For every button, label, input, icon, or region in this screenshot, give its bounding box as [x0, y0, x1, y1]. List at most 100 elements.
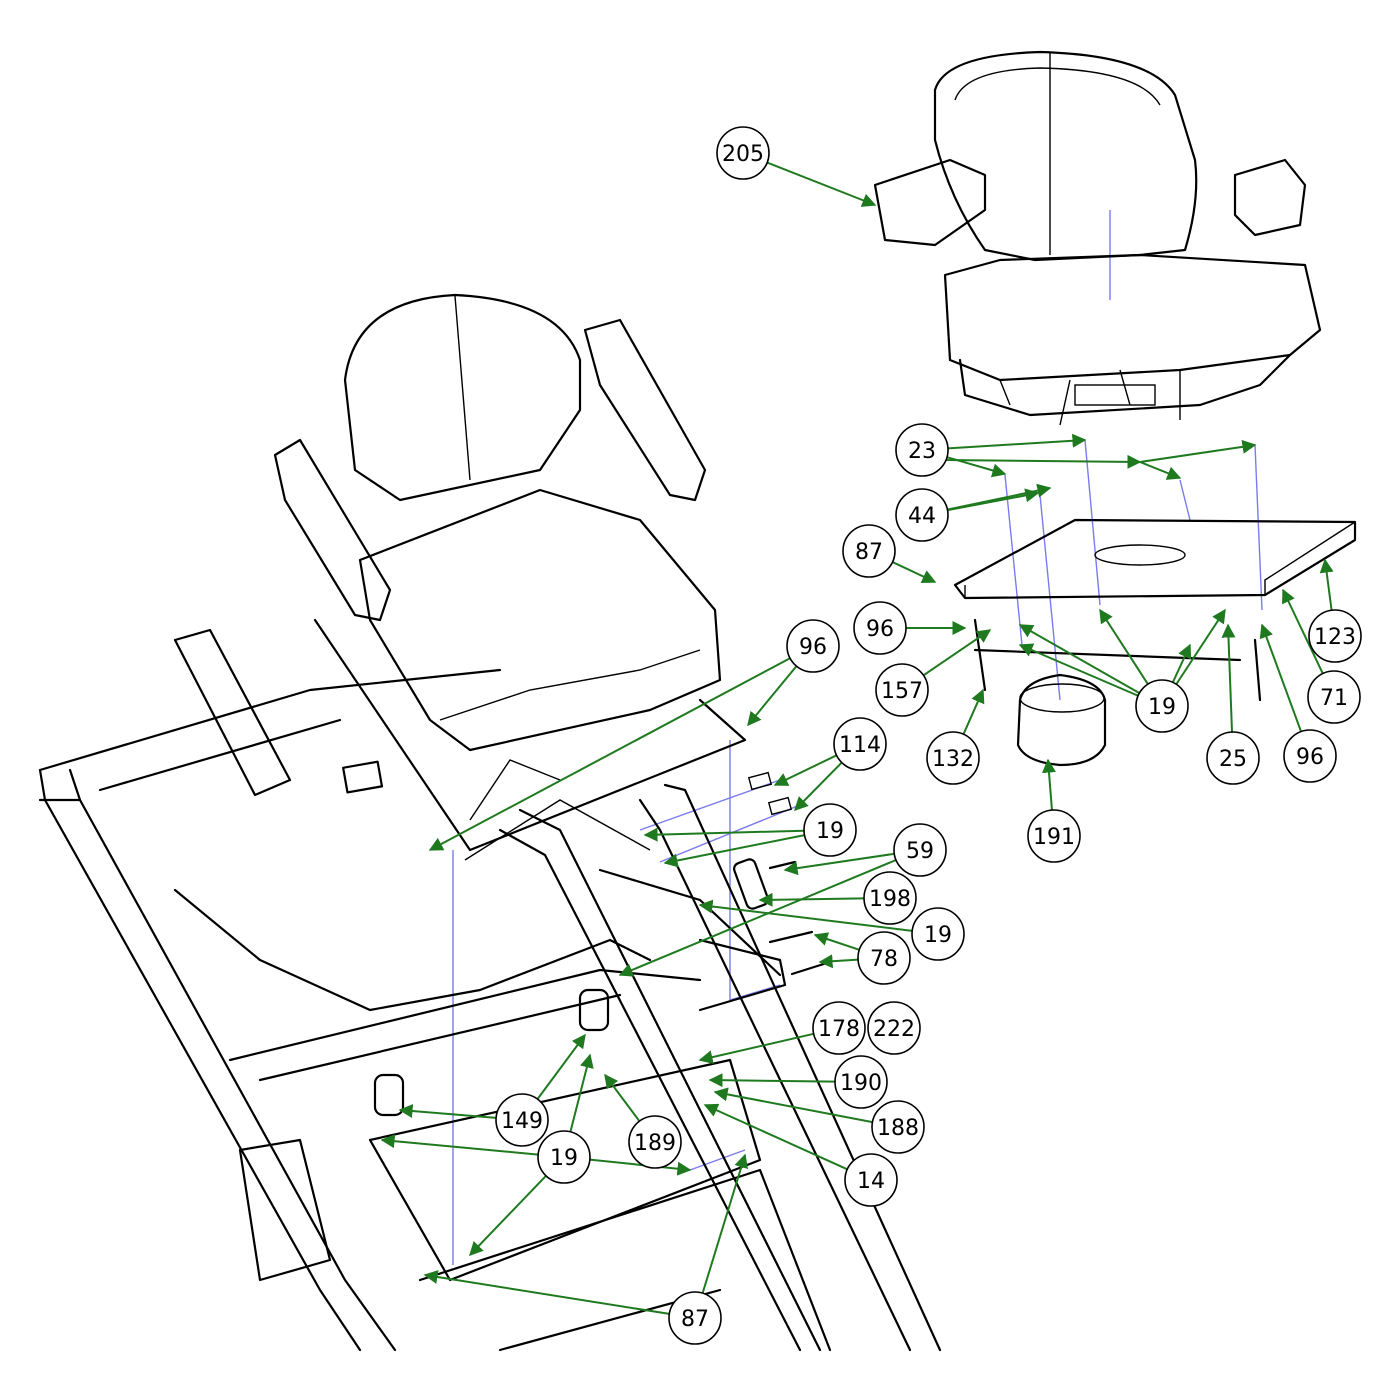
- leader-arrow: [1175, 608, 1226, 685]
- callout-19: 19: [803, 803, 857, 857]
- callout-label: 132: [932, 747, 974, 772]
- callout-87: 87: [842, 524, 896, 578]
- callout-circle: [668, 1291, 722, 1345]
- callout-circle: [1308, 609, 1362, 663]
- callout-205: 205: [716, 126, 770, 180]
- callout-circle: [812, 1001, 866, 1055]
- leader-arrow: [423, 1270, 670, 1315]
- leader-arrow: [618, 859, 897, 977]
- callout-label: 190: [840, 1071, 882, 1096]
- callout-23: 23: [895, 423, 949, 477]
- callout-circle: [844, 1153, 898, 1207]
- callout-circle: [926, 731, 980, 785]
- leader-arrow: [643, 827, 805, 842]
- callout-circle: [857, 931, 911, 985]
- callout-circle: [716, 126, 770, 180]
- callout-78: 78: [857, 931, 911, 985]
- callout-circle: [1027, 809, 1081, 863]
- callout-label: 44: [908, 504, 936, 529]
- callout-circle: [786, 619, 840, 673]
- callout-114: 114: [833, 717, 887, 771]
- leader-arrow: [1259, 623, 1302, 732]
- leader-arrow: [758, 892, 865, 907]
- callout-19: 19: [1135, 679, 1189, 733]
- callout-label: 114: [839, 733, 881, 758]
- callout-label: 198: [869, 887, 911, 912]
- callout-circle: [871, 1100, 925, 1154]
- callout-label: 178: [818, 1017, 860, 1042]
- callout-label: 189: [634, 1131, 676, 1156]
- callout-circle: [1206, 731, 1260, 785]
- seat-mounting-plate: [953, 518, 1357, 702]
- callout-label: 87: [681, 1307, 709, 1332]
- callout-198: 198: [863, 871, 917, 925]
- callout-96: 96: [786, 619, 840, 673]
- callout-circle: [911, 907, 965, 961]
- callout-label: 78: [870, 947, 898, 972]
- callout-label: 191: [1033, 825, 1075, 850]
- callout-circle: [803, 803, 857, 857]
- leader-arrow: [708, 1073, 836, 1088]
- callout-circle: [628, 1115, 682, 1169]
- callout-label: 96: [799, 635, 827, 660]
- leader-arrow: [1042, 758, 1056, 811]
- leader-arrow: [469, 1175, 547, 1257]
- callout-149: 149: [495, 1093, 549, 1147]
- operator-seat: [273, 293, 747, 852]
- callout-96: 96: [853, 601, 907, 655]
- callout-label: 188: [877, 1116, 919, 1141]
- callout-circle: [833, 717, 887, 771]
- callout-96: 96: [1283, 729, 1337, 783]
- leader-arrow: [1319, 558, 1334, 611]
- leader-arrow: [698, 899, 913, 932]
- callout-label: 25: [1219, 747, 1247, 772]
- callout-label: 123: [1314, 625, 1356, 650]
- callout-59: 59: [893, 823, 947, 877]
- canister: [1016, 673, 1107, 767]
- leader-arrow: [569, 1053, 594, 1133]
- leader-arrow: [783, 852, 895, 876]
- callout-label: 14: [857, 1169, 885, 1194]
- leader-arrow: [398, 1104, 497, 1119]
- leader-arrow: [794, 761, 843, 811]
- callout-label: 157: [881, 679, 923, 704]
- callout-label: 149: [501, 1109, 543, 1134]
- callout-circle: [895, 423, 949, 477]
- leader-lines: [380, 161, 1334, 1315]
- leader-arrow: [1139, 439, 1257, 463]
- callout-71: 71: [1307, 670, 1361, 724]
- leader-arrow: [947, 483, 1052, 511]
- leader-arrow: [380, 1134, 539, 1156]
- callout-circle: [853, 601, 907, 655]
- callout-44: 44: [895, 488, 949, 542]
- callout-circle: [1283, 729, 1337, 783]
- callout-87: 87: [668, 1291, 722, 1345]
- callout-label: 23: [908, 439, 936, 464]
- callout-circle: [895, 488, 949, 542]
- callout-19: 19: [911, 907, 965, 961]
- leader-arrow: [1282, 588, 1324, 674]
- leader-arrow: [698, 1032, 814, 1064]
- leader-arrow: [663, 834, 805, 868]
- callout-label: 19: [550, 1146, 578, 1171]
- leader-arrow: [589, 1158, 692, 1176]
- callout-circle: [495, 1093, 549, 1147]
- callout-label: 222: [873, 1017, 915, 1042]
- callout-191: 191: [1027, 809, 1081, 863]
- leader-arrow: [701, 1153, 748, 1294]
- callout-25: 25: [1206, 731, 1260, 785]
- callout-circle: [863, 871, 917, 925]
- callout-188: 188: [871, 1100, 925, 1154]
- leader-arrow: [766, 161, 877, 207]
- callout-circle: [875, 663, 929, 717]
- callout-19: 19: [537, 1130, 591, 1184]
- callout-circle: [1135, 679, 1189, 733]
- callout-label: 19: [1148, 695, 1176, 720]
- callout-circle: [867, 1001, 921, 1055]
- callout-189: 189: [628, 1115, 682, 1169]
- leader-arrow: [536, 1033, 586, 1100]
- tractor-frame: [38, 628, 942, 1352]
- callout-190: 190: [834, 1055, 888, 1109]
